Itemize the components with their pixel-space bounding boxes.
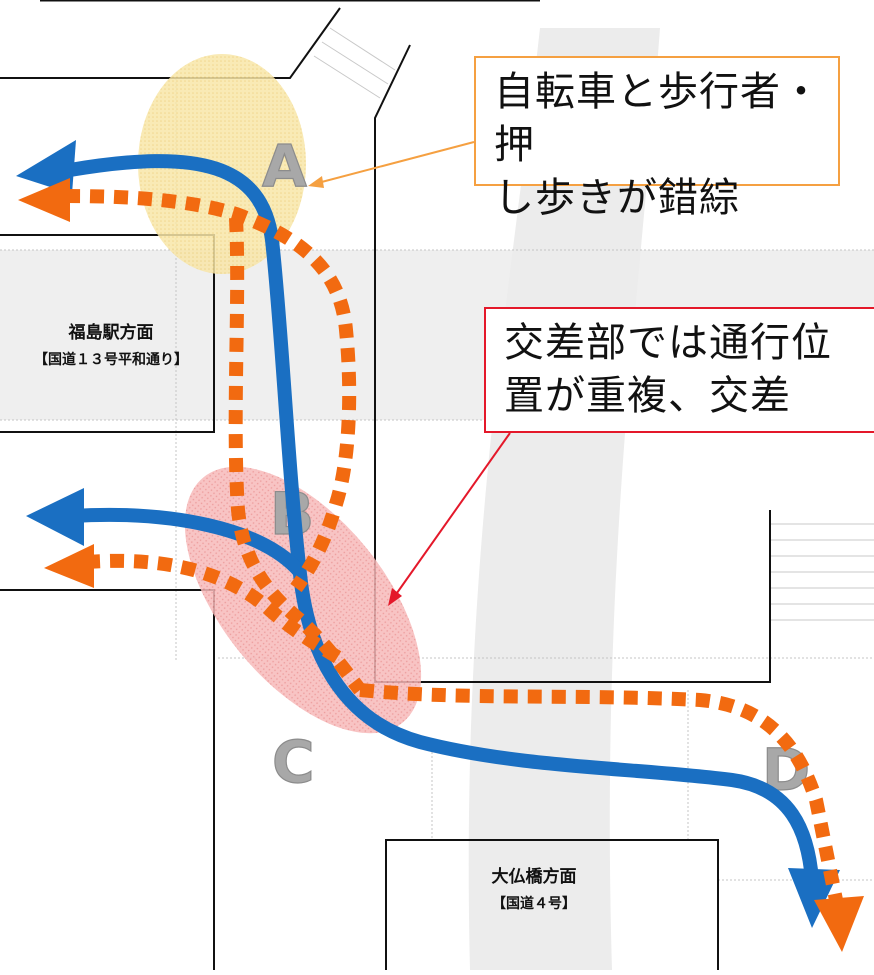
pedestrian-route-b bbox=[85, 553, 346, 666]
pedestrian-route-a-inner bbox=[228, 217, 366, 695]
place-daibutsu-name: 大仏橋方面 bbox=[491, 867, 577, 887]
pedestrian-arrowhead-a bbox=[18, 178, 70, 222]
callout-cyclist-pedestrian-conflict: 自転車と歩行者・押 し歩きが錯綜 bbox=[474, 56, 840, 221]
bicycle-route-main bbox=[68, 154, 819, 881]
pedestrian-route-d bbox=[359, 683, 843, 902]
pedestrian-routes bbox=[65, 189, 843, 902]
point-label-c: C bbox=[272, 728, 315, 796]
bicycle-arrowhead-a bbox=[16, 140, 76, 194]
callout-a-line2: し歩きが錯綜 bbox=[494, 175, 740, 221]
pedestrian-arrowhead-d bbox=[814, 896, 864, 952]
pedestrian-arrowhead-b bbox=[44, 544, 94, 588]
point-label-a: A bbox=[262, 132, 307, 200]
pedestrian-arrowheads bbox=[18, 178, 864, 952]
callout-b-pointer-tip bbox=[388, 588, 402, 606]
callout-a-line1: 自転車と歩行者・押 bbox=[494, 69, 822, 168]
place-daibutsu-route: 【国道４号】 bbox=[492, 896, 576, 912]
place-label-daibutsu-bridge: 大仏橋方面 【国道４号】 bbox=[424, 862, 644, 913]
bicycle-arrowhead-b bbox=[26, 488, 84, 546]
callout-b-line1: 交差部では通行位 bbox=[504, 320, 832, 366]
callout-pointers bbox=[308, 141, 511, 606]
place-fukushima-name: 福島駅方面 bbox=[68, 323, 154, 343]
callout-b-pointer bbox=[391, 432, 511, 601]
pedestrian-route-a-loop bbox=[65, 189, 357, 593]
place-label-fukushima-station: 福島駅方面 【国道１３号平和通り】 bbox=[8, 318, 214, 369]
bicycle-route-branch-b bbox=[71, 507, 306, 577]
callout-b-line2: 置が重複、交差 bbox=[504, 373, 791, 419]
curved-road-band bbox=[468, 28, 660, 970]
crosswalk-stripes bbox=[313, 27, 874, 621]
place-fukushima-route: 【国道１３号平和通り】 bbox=[34, 352, 188, 368]
callout-crossing-overlap: 交差部では通行位 置が重複、交差 bbox=[484, 307, 874, 433]
callout-a-pointer-tip bbox=[308, 176, 324, 188]
callout-a-pointer bbox=[313, 141, 475, 185]
bicycle-routes bbox=[68, 154, 819, 881]
